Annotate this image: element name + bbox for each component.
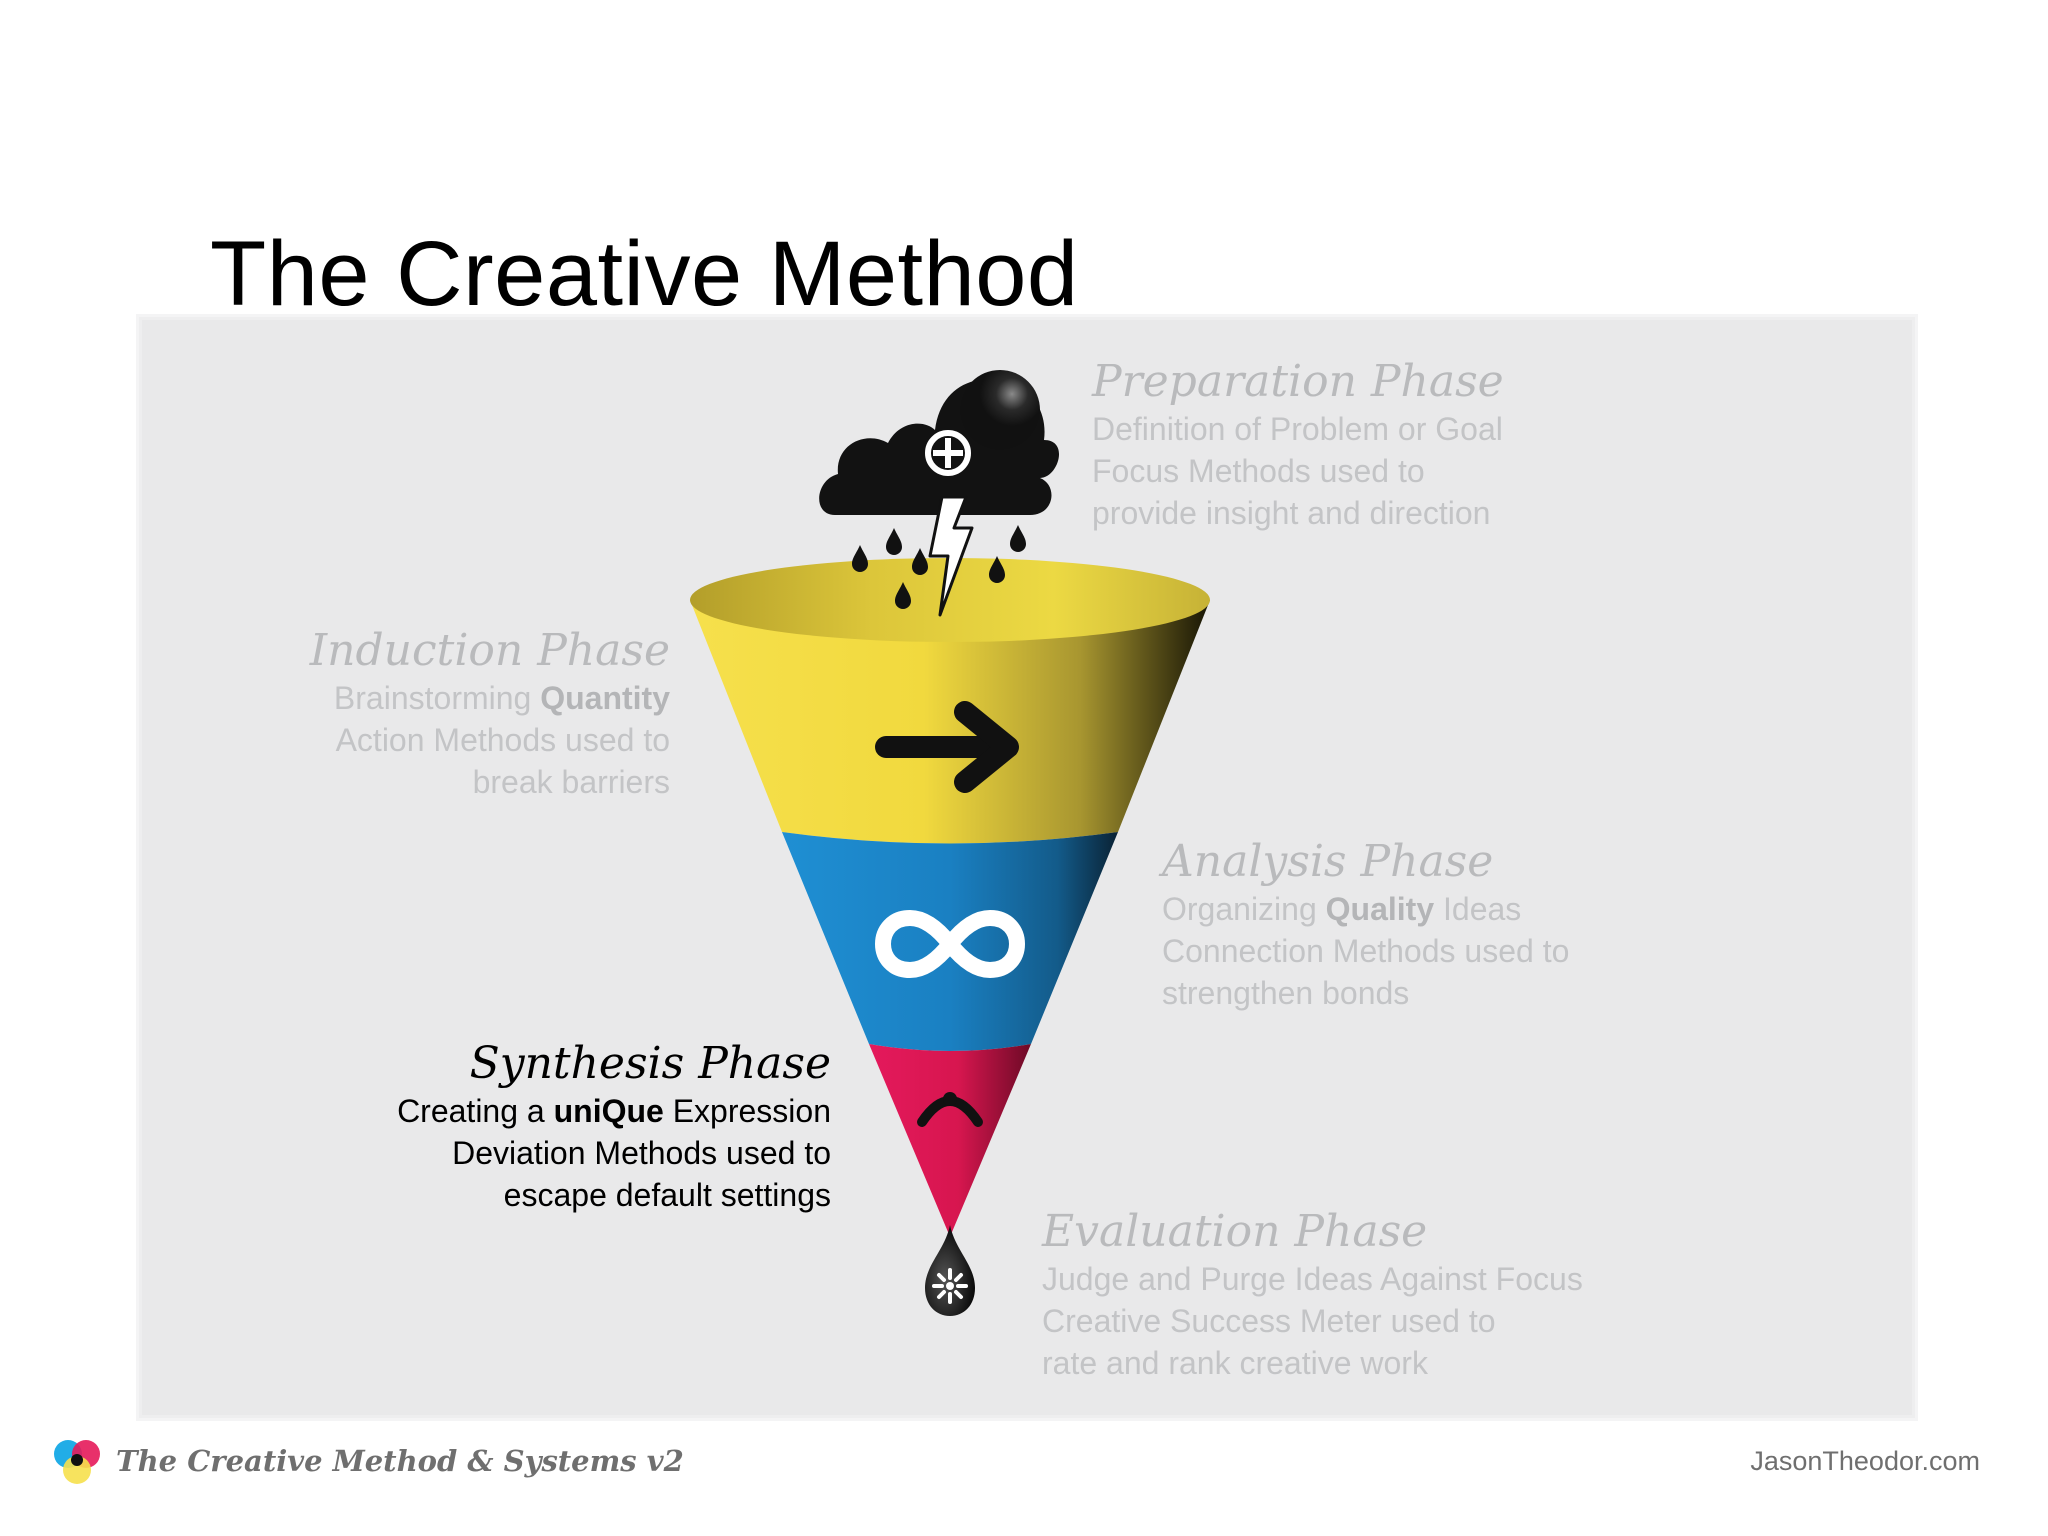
page-title: The Creative Method [210,223,1079,325]
synthesis-line-1-text: Creating a [397,1093,545,1129]
induction-phase-title: Induction Phase [309,625,670,676]
analysis-line-1-suffix: Ideas [1443,891,1522,927]
induction-phase-line-1: Brainstorming Quantity [310,677,670,719]
analysis-phase-title: Analysis Phase [1162,836,1494,887]
synthesis-line-1-suffix: Expression [672,1093,831,1129]
synthesis-phase-title: Synthesis Phase [469,1038,831,1089]
lightning-bolt [928,495,974,617]
synthesis-line-1-emphasis: uniQue [553,1093,664,1129]
evaluation-phase-title: Evaluation Phase [1042,1206,1428,1257]
analysis-phase: Analysis Phase Organizing Quality Ideas … [1162,836,1569,1014]
synthesis-phase-line-2: Deviation Methods used to [452,1135,831,1171]
footer-website: JasonTheodor.com [1750,1446,1980,1476]
storm-cloud-icon [819,370,1060,617]
induction-line-1-text: Brainstorming [333,680,532,716]
induction-line-1-emphasis: Quantity [540,680,670,716]
analysis-phase-line-2: Connection Methods used to [1162,933,1570,969]
preparation-phase-line-3: provide insight and direction [1092,495,1491,531]
analysis-phase-line-1: Organizing Quality Ideas [1162,888,1569,930]
evaluation-phase: Evaluation Phase Judge and Purge Ideas A… [1042,1206,1583,1384]
arrow-right-icon [875,701,1019,793]
preparation-phase-line-1: Definition of Problem or Goal [1092,411,1503,447]
droplet-burst-icon [925,1225,975,1316]
synthesis-phase: Synthesis Phase Creating a uniQue Expres… [397,1038,831,1216]
preparation-phase-title: Preparation Phase [1092,356,1504,407]
infinity-icon [874,909,1026,979]
deviation-curve-icon [917,1092,983,1127]
synthesis-phase-line-1: Creating a uniQue Expression [397,1090,831,1132]
funnel-opening [690,558,1210,642]
analysis-phase-line-3: strengthen bonds [1162,975,1410,1011]
funnel-magenta-band [869,1044,1031,1232]
synthesis-phase-line-3: escape default settings [503,1177,831,1213]
induction-phase-line-2: Action Methods used to [335,722,670,758]
preparation-phase-line-2: Focus Methods used to [1092,453,1425,489]
funnel-yellow-band [690,600,1210,844]
analysis-line-1-text: Organizing [1162,891,1317,927]
induction-phase: Induction Phase Brainstorming Quantity A… [310,625,670,803]
crosshair-icon [925,430,971,476]
evaluation-phase-line-1: Judge and Purge Ideas Against Focus [1042,1261,1583,1297]
footer-title: The Creative Method & Systems v2 [116,1444,684,1478]
analysis-line-1-emphasis: Quality [1325,891,1435,927]
cmy-logo-icon [54,1440,100,1484]
evaluation-phase-line-2: Creative Success Meter used to [1042,1303,1496,1339]
evaluation-phase-line-3: rate and rank creative work [1042,1345,1428,1381]
preparation-phase: Preparation Phase Definition of Problem … [1092,356,1504,534]
induction-phase-line-3: break barriers [472,764,670,800]
